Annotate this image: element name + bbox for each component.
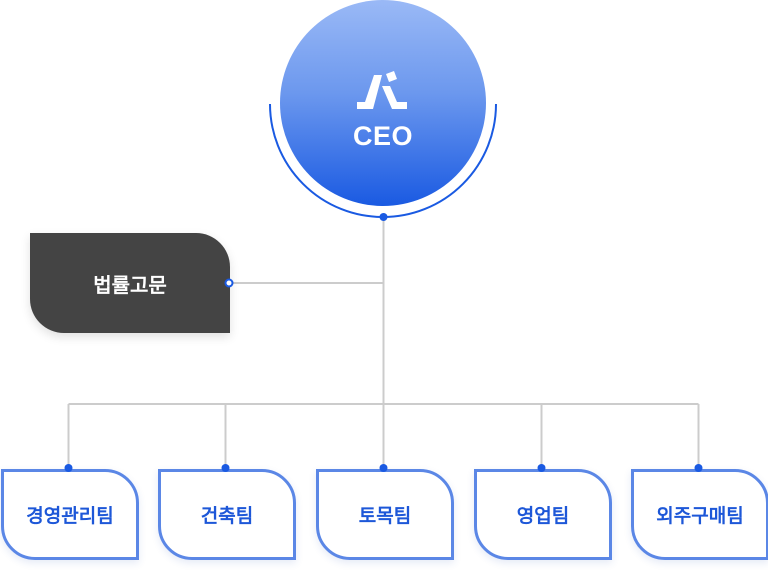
team-connector-dot xyxy=(694,464,703,472)
ceo-connector-dot xyxy=(379,213,388,221)
advisor-connector-dot xyxy=(224,278,234,288)
team-connector-dot xyxy=(379,464,388,472)
company-logo-icon xyxy=(357,70,407,109)
team-label: 경영관리팀 xyxy=(26,505,114,527)
advisor-node[interactable]: 법률고문 xyxy=(30,233,230,333)
advisor-label: 법률고문 xyxy=(93,272,167,297)
team-label: 외주구매팀 xyxy=(656,505,744,527)
team-node-management[interactable]: 경영관리팀 xyxy=(1,469,139,560)
team-label: 영업팀 xyxy=(516,505,570,527)
team-label: 건축팀 xyxy=(200,505,254,527)
team-connector-dot xyxy=(537,464,546,472)
ceo-label: CEO xyxy=(352,120,413,151)
team-connector-dot xyxy=(64,464,73,472)
team-node-civil[interactable]: 토목팀 xyxy=(316,469,454,560)
team-label: 토목팀 xyxy=(358,505,412,527)
team-node-sales[interactable]: 영업팀 xyxy=(474,469,612,560)
ceo-node[interactable]: CEO xyxy=(280,0,486,206)
team-node-procurement[interactable]: 외주구매팀 xyxy=(631,469,768,560)
team-connector-dot xyxy=(221,464,230,472)
